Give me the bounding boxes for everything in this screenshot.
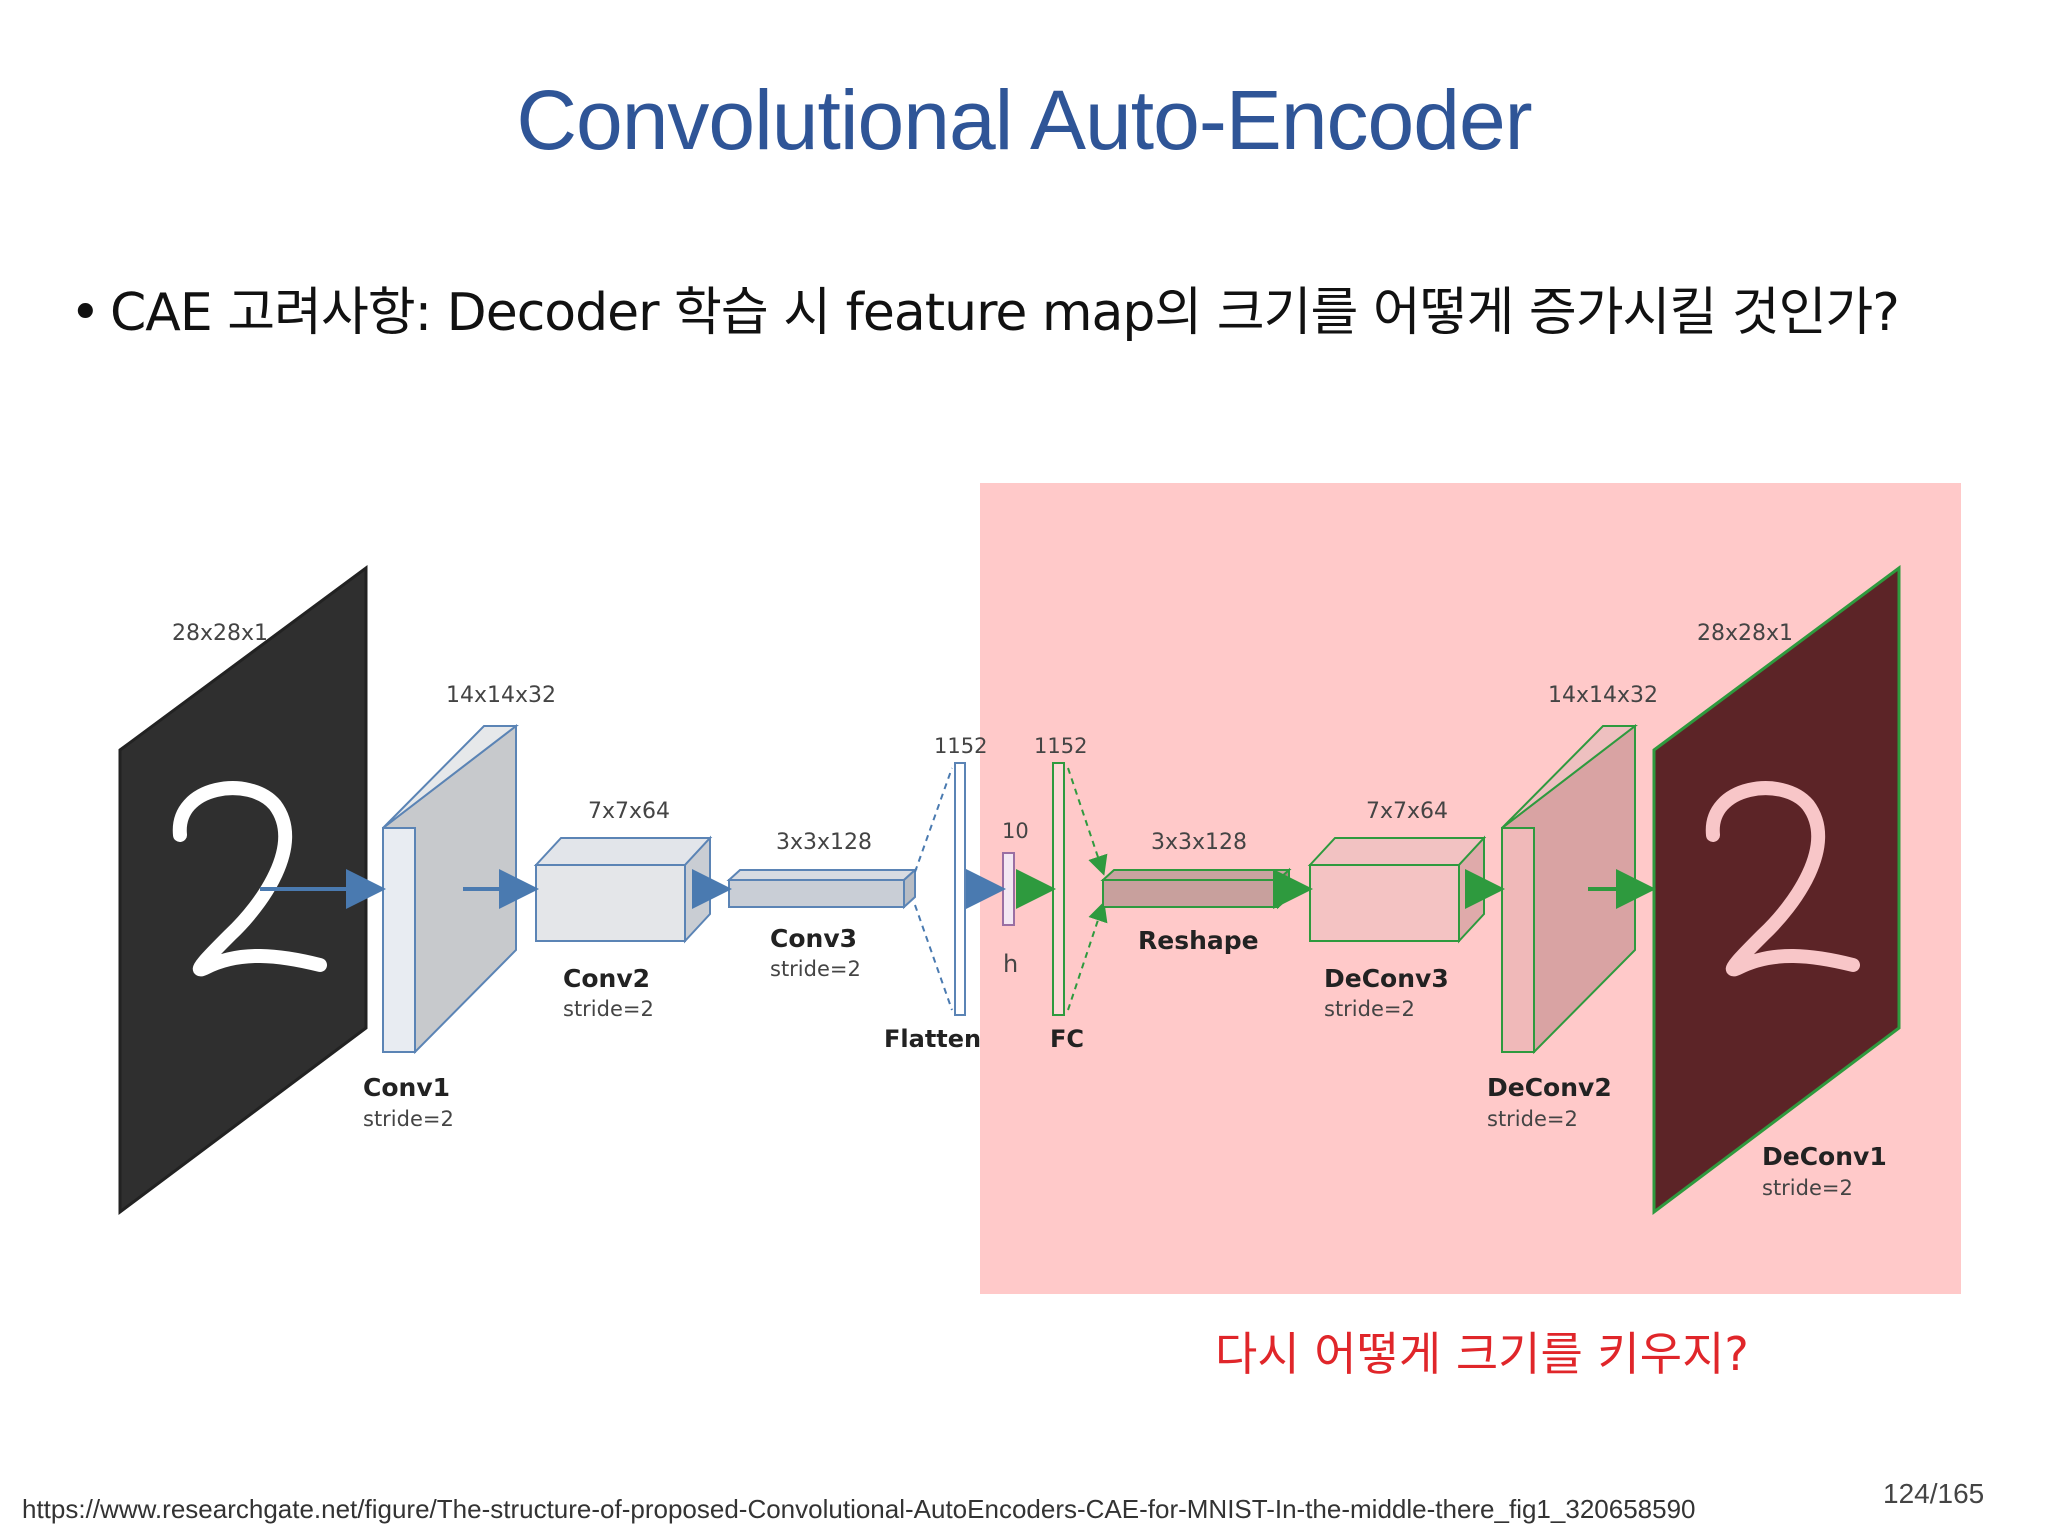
conv3-size-label: 3x3x128 xyxy=(776,830,872,855)
conv1-name-label: Conv1 xyxy=(363,1073,450,1102)
deconv3-size-label: 7x7x64 xyxy=(1366,799,1448,824)
conv2-block xyxy=(533,835,713,944)
reshape-name-label: Reshape xyxy=(1138,926,1259,955)
fc-size-label: 1152 xyxy=(1034,734,1087,758)
page-number: 124/165 xyxy=(1883,1478,1985,1509)
bullet-item: •CAE 고려사항: Decoder 학습 시 feature map의 크기를… xyxy=(70,270,1900,345)
conv3-name-label: Conv3 xyxy=(770,924,857,953)
flatten-size-label: 1152 xyxy=(934,734,987,758)
h-size-label: 10 xyxy=(1002,819,1029,843)
output-size-label: 28x28x1 xyxy=(1697,621,1793,646)
deconv2-block xyxy=(1500,723,1638,1055)
bullet-dot: • xyxy=(70,283,101,343)
deconv2-stride-label: stride=2 xyxy=(1487,1107,1578,1131)
fc-vector xyxy=(1052,762,1065,1016)
flatten-name-label: Flatten xyxy=(884,1025,981,1053)
output-image xyxy=(1652,565,1901,1216)
deconv1-stride-label: stride=2 xyxy=(1762,1176,1853,1200)
deconv3-block xyxy=(1307,835,1487,944)
fc-dash-top xyxy=(1067,767,1108,876)
deconv3-name-label: DeConv3 xyxy=(1324,964,1449,993)
conv2-stride-label: stride=2 xyxy=(563,997,654,1021)
conv2-size-label: 7x7x64 xyxy=(588,799,670,824)
decoder-note: 다시 어떻게 크기를 키우지? xyxy=(1215,1327,1749,1381)
conv3-block xyxy=(726,867,918,910)
conv1-stride-label: stride=2 xyxy=(363,1107,454,1131)
deconv2-name-label: DeConv2 xyxy=(1487,1073,1612,1102)
deconv2-size-label: 14x14x32 xyxy=(1548,683,1658,708)
input-digit-stroke xyxy=(172,781,327,977)
h-name-label: h xyxy=(1003,950,1018,978)
flatten-dash-bottom xyxy=(914,904,953,1011)
slide-title: Convolutional Auto-Encoder xyxy=(516,73,1532,167)
conv3-stride-label: stride=2 xyxy=(770,957,861,981)
conv1-block xyxy=(381,723,519,1055)
reshape-size-label: 3x3x128 xyxy=(1151,830,1247,855)
h-vector xyxy=(1002,852,1015,926)
flatten-dash-top xyxy=(914,767,953,873)
flatten-vector xyxy=(954,762,966,1016)
fc-dash-bottom xyxy=(1067,901,1108,1011)
input-size-label: 28x28x1 xyxy=(172,621,268,646)
deconv3-stride-label: stride=2 xyxy=(1324,997,1415,1021)
source-link[interactable]: https://www.researchgate.net/figure/The-… xyxy=(22,1494,1696,1524)
deconv1-name-label: DeConv1 xyxy=(1762,1142,1887,1171)
output-digit-stroke xyxy=(1705,781,1860,977)
conv2-name-label: Conv2 xyxy=(563,964,650,993)
input-image xyxy=(118,565,368,1215)
bullet-text: CAE 고려사항: Decoder 학습 시 feature map의 크기를 … xyxy=(110,283,1900,343)
conv1-size-label: 14x14x32 xyxy=(446,683,556,708)
fc-name-label: FC xyxy=(1050,1025,1084,1053)
reshape-block xyxy=(1100,867,1292,910)
